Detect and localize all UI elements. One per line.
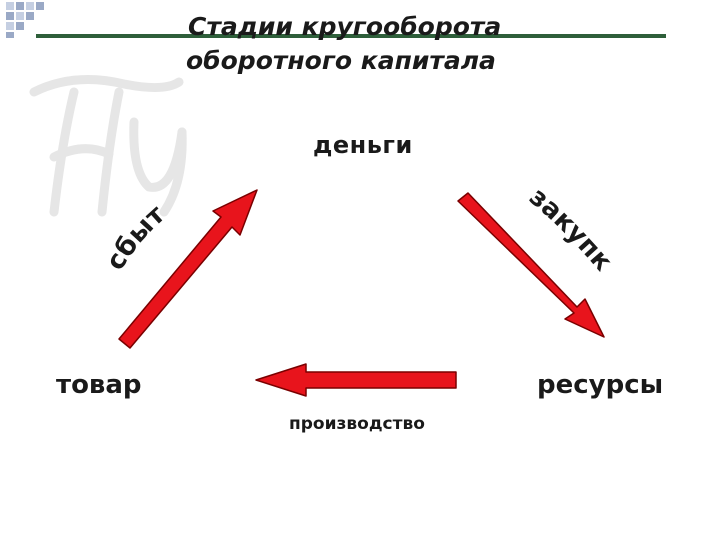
monogram-logo-icon — [29, 75, 187, 217]
arrow-production — [255, 363, 457, 397]
node-money: деньги — [313, 131, 413, 159]
edge-label-purchase: закупки — [0, 0, 618, 277]
arrow-purchase — [457, 192, 605, 338]
title-line-2: оборотного капитала — [186, 46, 496, 75]
title-underline — [36, 34, 666, 38]
slide-title: Стадии кругооборота оборотного капитала — [186, 10, 546, 78]
title-line-1: Стадии кругооборота — [188, 12, 502, 41]
node-goods: товар — [56, 370, 142, 400]
arrow-sale — [118, 189, 258, 349]
edge-label-production: производство — [289, 414, 425, 434]
node-resources: ресурсы — [537, 370, 664, 400]
corner-decoration — [6, 2, 44, 38]
edge-label-sale: сбыт — [101, 200, 171, 276]
